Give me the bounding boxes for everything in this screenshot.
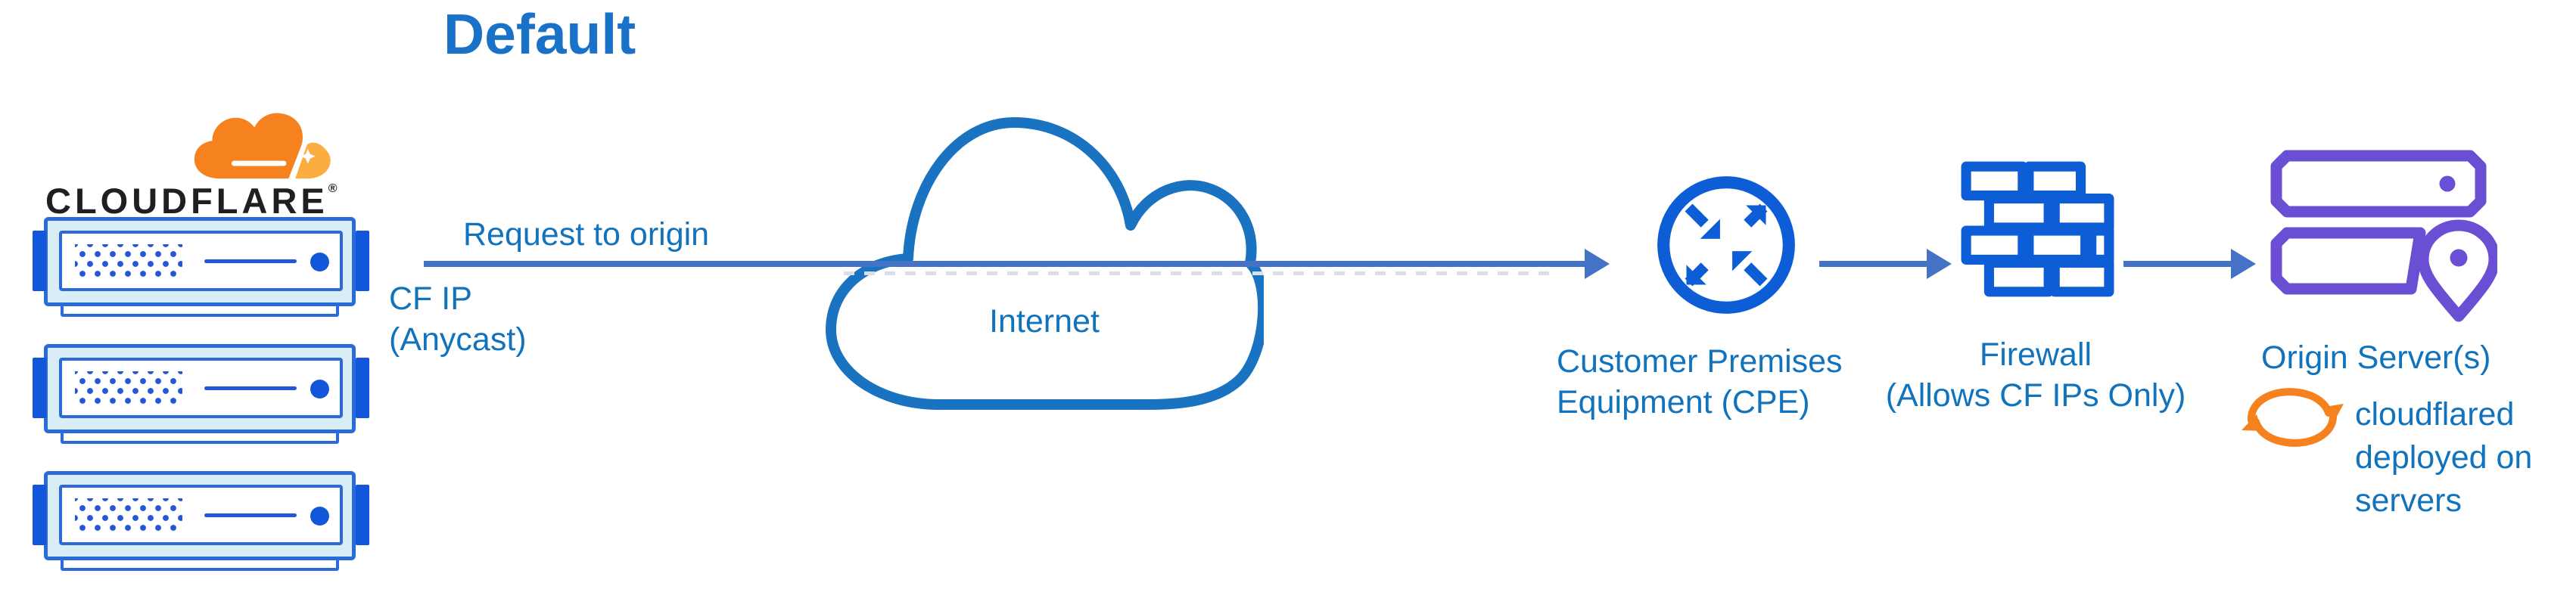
server-power-led — [310, 507, 329, 526]
cloudflare-cloud-logo-icon — [191, 111, 340, 181]
cf-ip-line2: (Anycast) — [389, 321, 527, 358]
server-vents — [75, 371, 182, 406]
flow-arrowhead-icon — [1927, 249, 1952, 279]
registered-mark: ® — [328, 182, 338, 195]
cf-ip-anycast-label: CF IP (Anycast) — [389, 278, 527, 360]
flow-arrow-icon — [424, 261, 1586, 267]
server-right-tab — [356, 358, 369, 418]
server-rack-icon — [33, 217, 369, 320]
server-power-led — [310, 253, 329, 271]
server-left-tab — [33, 485, 46, 545]
origin-label: Origin Server(s) — [2261, 340, 2491, 376]
server-power-led — [310, 380, 329, 398]
server-slot — [204, 259, 297, 263]
internet-label: Internet — [989, 303, 1100, 340]
location-pin-icon — [2417, 219, 2497, 322]
firewall-label-line2: (Allows CF IPs Only) — [1885, 377, 2186, 414]
router-cpe-icon — [1650, 169, 1803, 321]
cloudflared-note: cloudflared deployed on servers — [2355, 396, 2533, 519]
server-vents — [75, 244, 182, 279]
page-title: Default — [443, 2, 636, 66]
cpe-label: Customer Premises Equipment (CPE) — [1557, 341, 1843, 423]
server-right-tab — [356, 231, 369, 291]
server-right-tab — [356, 485, 369, 545]
server-left-tab — [33, 231, 46, 291]
cloudflare-wordmark: CLOUDFLARE® — [45, 180, 338, 222]
server-slot — [204, 513, 297, 517]
request-to-origin-label: Request to origin — [463, 216, 710, 253]
server-slot — [204, 386, 297, 390]
cpe-label-line1: Customer Premises — [1557, 343, 1843, 380]
server-vents — [75, 498, 182, 533]
firewall-label-line1: Firewall — [1979, 336, 2092, 373]
server-rack-icon — [33, 471, 369, 574]
firewall-brick-icon — [1958, 154, 2114, 302]
brand-name: CLOUDFLARE — [45, 181, 328, 221]
flow-arrow-icon — [1819, 261, 1928, 267]
sync-arrows-icon — [2238, 383, 2346, 452]
flow-arrowhead-icon — [2231, 249, 2256, 279]
origin-servers-icon — [2270, 148, 2497, 330]
flow-arrowhead-icon — [1585, 249, 1610, 279]
server-rack-icon — [33, 344, 369, 447]
server-left-tab — [33, 358, 46, 418]
faint-dashed-line — [844, 271, 1555, 275]
flow-arrow-icon — [2123, 261, 2232, 267]
cf-ip-line1: CF IP — [389, 281, 472, 317]
firewall-label: Firewall (Allows CF IPs Only) — [1862, 334, 2210, 416]
cpe-label-line2: Equipment (CPE) — [1557, 384, 1810, 420]
